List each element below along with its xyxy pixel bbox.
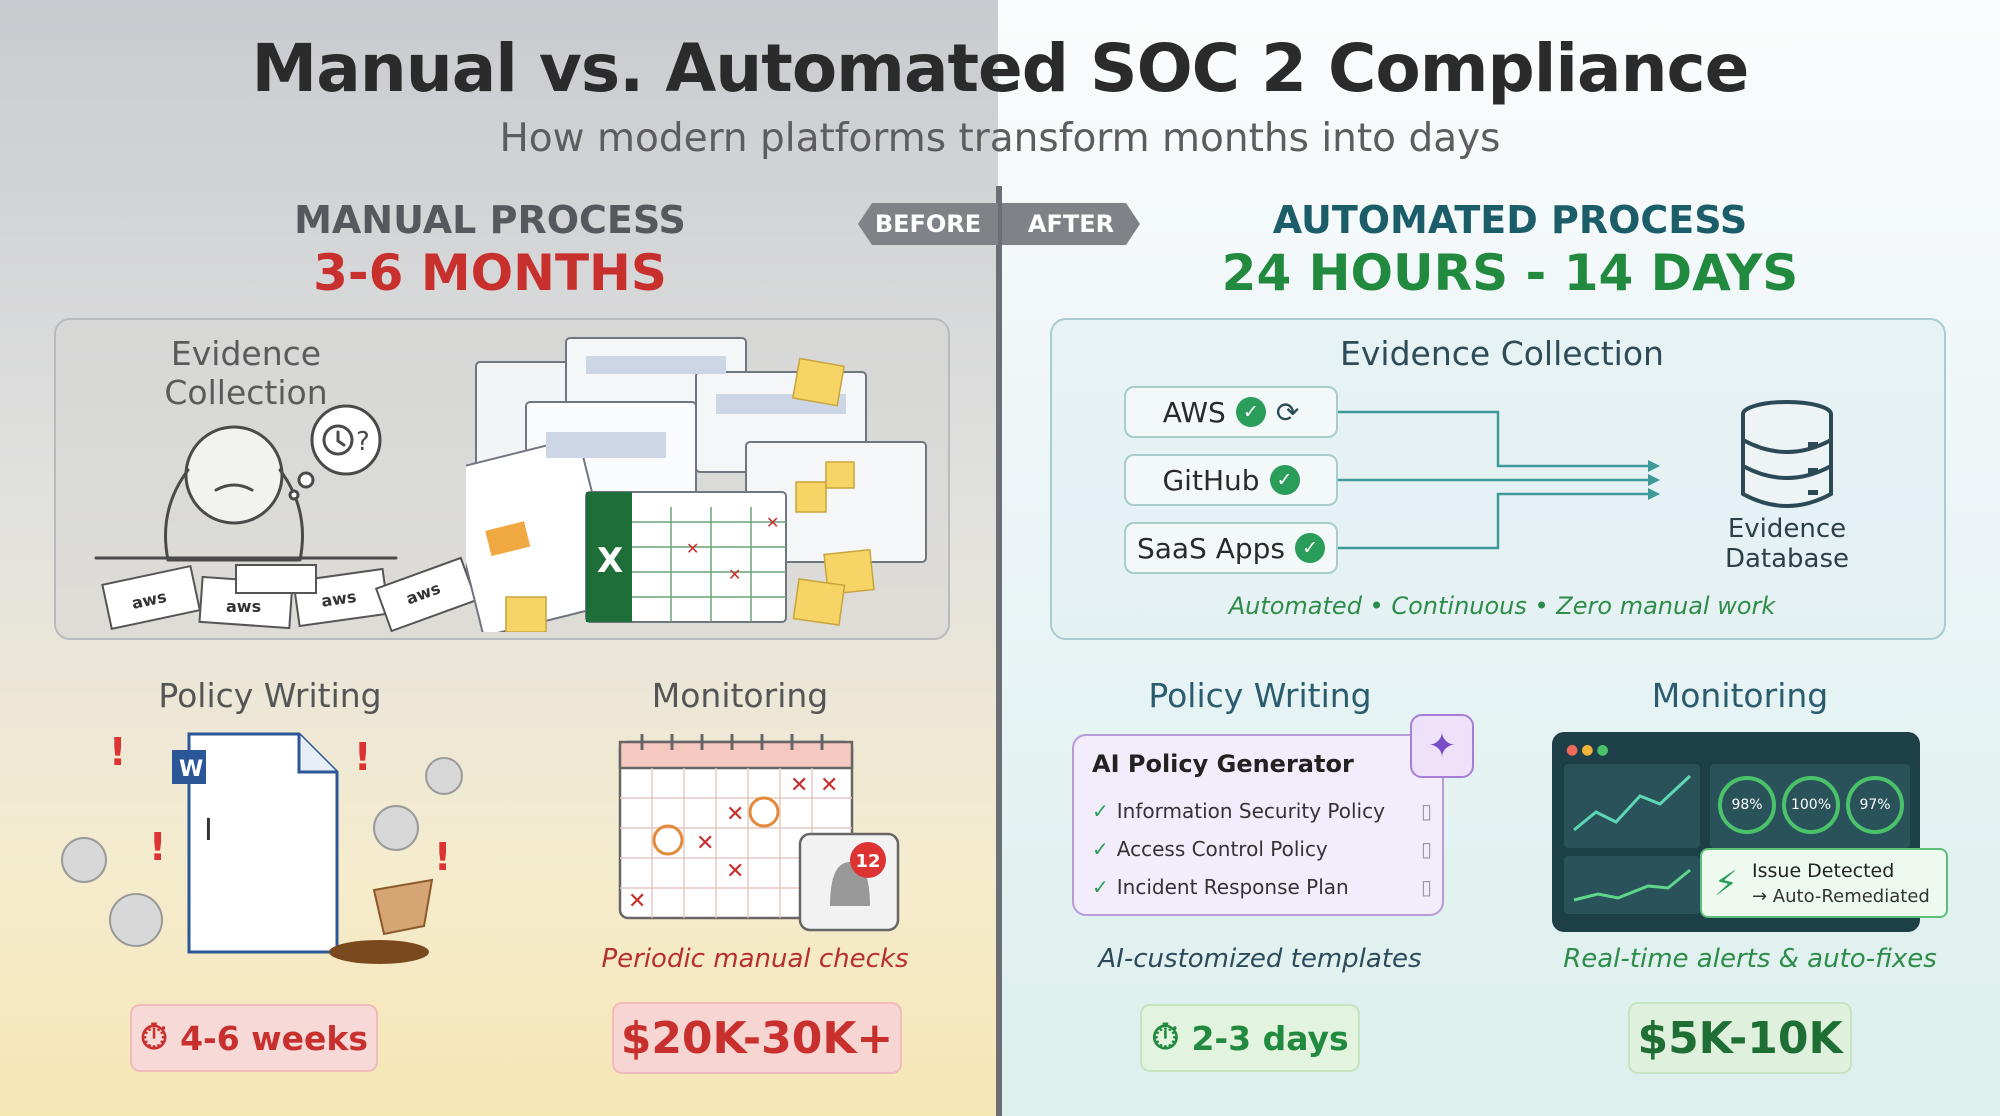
source-saas-apps: SaaS Apps ✓ <box>1124 522 1338 574</box>
list-item: ✓Access Control Policy▯ <box>1092 837 1432 861</box>
source-aws: AWS ✓ ⟳ <box>1124 386 1338 438</box>
stopwatch-icon: ⏱ <box>1151 1017 1180 1058</box>
stressed-person-illustration: ? aws aws aws aws <box>94 404 478 633</box>
svg-text:!: ! <box>434 835 451 879</box>
svg-text:✕: ✕ <box>726 802 744 827</box>
manual-evidence-panel: Evidence Collection ? aws aws aws aws <box>54 318 950 640</box>
check-icon: ✓ <box>1269 465 1300 495</box>
svg-text:I: I <box>204 813 213 848</box>
gauge-row: 98% 100% 97% <box>1710 764 1910 848</box>
list-item: ✓Incident Response Plan▯ <box>1092 875 1432 899</box>
manual-evidence-label: Evidence Collection <box>164 334 328 412</box>
svg-text:✕: ✕ <box>790 773 808 798</box>
after-tag: AFTER <box>1002 203 1140 245</box>
page-subtitle: How modern platforms transform months in… <box>499 116 1501 161</box>
svg-text:!: ! <box>149 825 166 869</box>
policy-writing-illustration: W I !!!! <box>61 730 463 964</box>
automated-evidence-panel: Evidence Collection AWS ✓ ⟳ GitHub ✓ Saa… <box>1050 318 1946 640</box>
magic-wand-icon: ✦ <box>1410 714 1474 778</box>
data-flow-arrows <box>1338 410 1660 550</box>
gauge: 100% <box>1782 776 1840 834</box>
messy-windows-illustration: X ✕ ✕ ✕ <box>466 337 927 632</box>
svg-text:✕: ✕ <box>696 831 714 856</box>
alert-card: ⚡ Issue Detected → Auto-Remediated <box>1700 848 1948 918</box>
check-icon: ✓ <box>1092 875 1109 899</box>
window-controls: ●●● <box>1566 742 1612 758</box>
automated-policy-time: 2-3 days <box>1191 1018 1349 1058</box>
alert-title: Issue Detected <box>1752 860 1895 882</box>
document-icon: ▯ <box>1420 875 1432 899</box>
database-label: Evidence Database <box>1724 514 1850 574</box>
check-icon: ✓ <box>1092 837 1109 861</box>
manual-cost-badge: $20K-30K+ <box>612 1002 902 1074</box>
ai-policy-title: AI Policy Generator <box>1092 750 1354 778</box>
svg-text:W: W <box>179 757 203 782</box>
document-icon: ▯ <box>1420 799 1432 823</box>
automated-evidence-label: Evidence Collection <box>1340 334 1664 373</box>
svg-text:!: ! <box>354 735 371 779</box>
gauge: 98% <box>1718 776 1776 834</box>
automated-policy-time-badge: ⏱ 2-3 days <box>1140 1004 1360 1072</box>
check-icon: ✓ <box>1235 397 1266 427</box>
svg-text:✕: ✕ <box>628 889 646 914</box>
document-icon: ▯ <box>1420 837 1432 861</box>
manual-monitoring-caption: Periodic manual checks <box>601 944 909 974</box>
ai-policy-generator-card: AI Policy Generator ✓Information Securit… <box>1072 734 1444 916</box>
before-tag: BEFORE <box>858 203 998 245</box>
svg-text:✕: ✕ <box>726 859 744 884</box>
svg-text:✕: ✕ <box>820 773 838 798</box>
ai-policy-list: ✓Information Security Policy▯ ✓Access Co… <box>1092 792 1432 906</box>
gauge: 97% <box>1846 776 1904 834</box>
automated-policy-label: Policy Writing <box>1148 676 1372 715</box>
svg-text:✕: ✕ <box>686 539 699 558</box>
notification-count: 12 <box>855 851 880 872</box>
manual-cost: $20K-30K+ <box>620 1012 894 1064</box>
lightning-icon: ⚡ <box>1714 864 1738 904</box>
automated-monitoring-caption: Real-time alerts & auto-fixes <box>1563 944 1937 974</box>
alert-subtitle: → Auto-Remediated <box>1752 886 1930 907</box>
automated-duration: 24 HOURS - 14 DAYS <box>1221 244 1799 302</box>
automated-heading: AUTOMATED PROCESS <box>1272 198 1748 242</box>
manual-policy-label: Policy Writing <box>158 676 382 715</box>
automated-cost-badge: $5K-10K <box>1628 1002 1852 1074</box>
trend-charts <box>1564 764 1700 914</box>
page-title: Manual vs. Automated SOC 2 Compliance <box>251 30 1750 107</box>
svg-text:✕: ✕ <box>728 565 741 584</box>
automated-cost: $5K-10K <box>1637 1012 1843 1064</box>
database-icon <box>1741 400 1833 508</box>
automated-policy-caption: AI-customized templates <box>1098 944 1422 974</box>
svg-text:?: ? <box>356 427 370 457</box>
manual-heading: MANUAL PROCESS <box>294 198 686 242</box>
svg-text:X: X <box>597 541 623 581</box>
svg-text:aws: aws <box>320 587 357 611</box>
svg-text:!: ! <box>109 730 126 774</box>
svg-text:aws: aws <box>226 597 261 616</box>
manual-policy-time-badge: ⏱ 4-6 weeks <box>130 1004 378 1072</box>
calendar-illustration: ✕ ✕ ✕ ✕ ✕ ✕ 12 <box>618 734 900 932</box>
manual-policy-time: 4-6 weeks <box>180 1018 369 1058</box>
check-icon: ✓ <box>1092 799 1109 823</box>
sync-icon: ⟳ <box>1275 395 1300 429</box>
manual-duration: 3-6 MONTHS <box>313 244 667 302</box>
list-item: ✓Information Security Policy▯ <box>1092 799 1432 823</box>
manual-monitoring-label: Monitoring <box>651 676 829 715</box>
stopwatch-icon: ⏱ <box>139 1017 169 1058</box>
center-divider <box>996 186 1002 1116</box>
check-icon: ✓ <box>1295 533 1326 563</box>
source-github: GitHub ✓ <box>1124 454 1338 506</box>
svg-text:✕: ✕ <box>766 513 779 532</box>
automated-evidence-caption: Automated • Continuous • Zero manual wor… <box>1228 592 1776 620</box>
automated-monitoring-label: Monitoring <box>1651 676 1829 715</box>
